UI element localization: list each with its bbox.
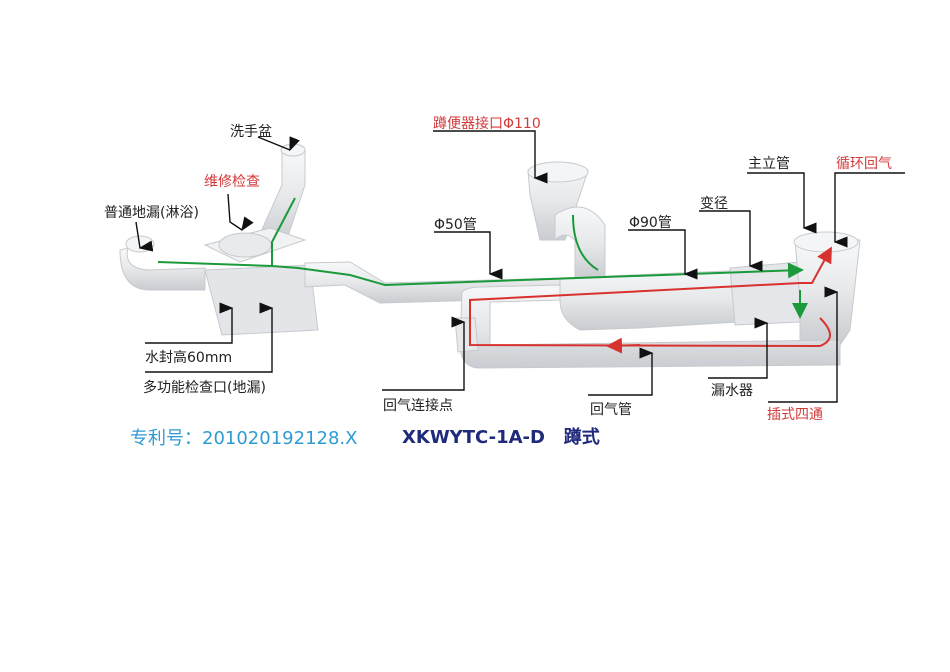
model-type: 蹲式 [563, 427, 600, 448]
patent-number: 专利号：201020192128.X [130, 428, 358, 449]
label-maintenance: 维修检查 [204, 174, 260, 190]
model-number: XKWYTC-1A-D [402, 427, 545, 448]
label-toilet-inlet: 蹲便器接口Φ110 [433, 116, 541, 132]
label-basin: 洗手盆 [230, 124, 272, 140]
label-cross-fitting: 插式四通 [767, 407, 823, 423]
leader-lines [135, 130, 905, 403]
label-return-joint: 回气连接点 [383, 398, 453, 414]
label-floor-drain: 普通地漏(淋浴) [104, 205, 199, 221]
model-info: XKWYTC-1A-D 蹲式 [402, 423, 600, 449]
flow-lines [157, 197, 832, 354]
label-circulation: 循环回气 [836, 156, 892, 172]
label-pipe50: Φ50管 [434, 217, 477, 233]
label-pipe90: Φ90管 [629, 215, 672, 231]
label-reducer: 变径 [700, 196, 728, 212]
label-main-riser: 主立管 [748, 156, 790, 172]
pipes [119, 143, 861, 369]
label-multi-port: 多功能检查口(地漏) [143, 380, 266, 396]
label-water-seal: 水封高60mm [145, 350, 233, 366]
label-return-pipe: 回气管 [590, 402, 632, 418]
label-leak-device: 漏水器 [711, 383, 753, 399]
